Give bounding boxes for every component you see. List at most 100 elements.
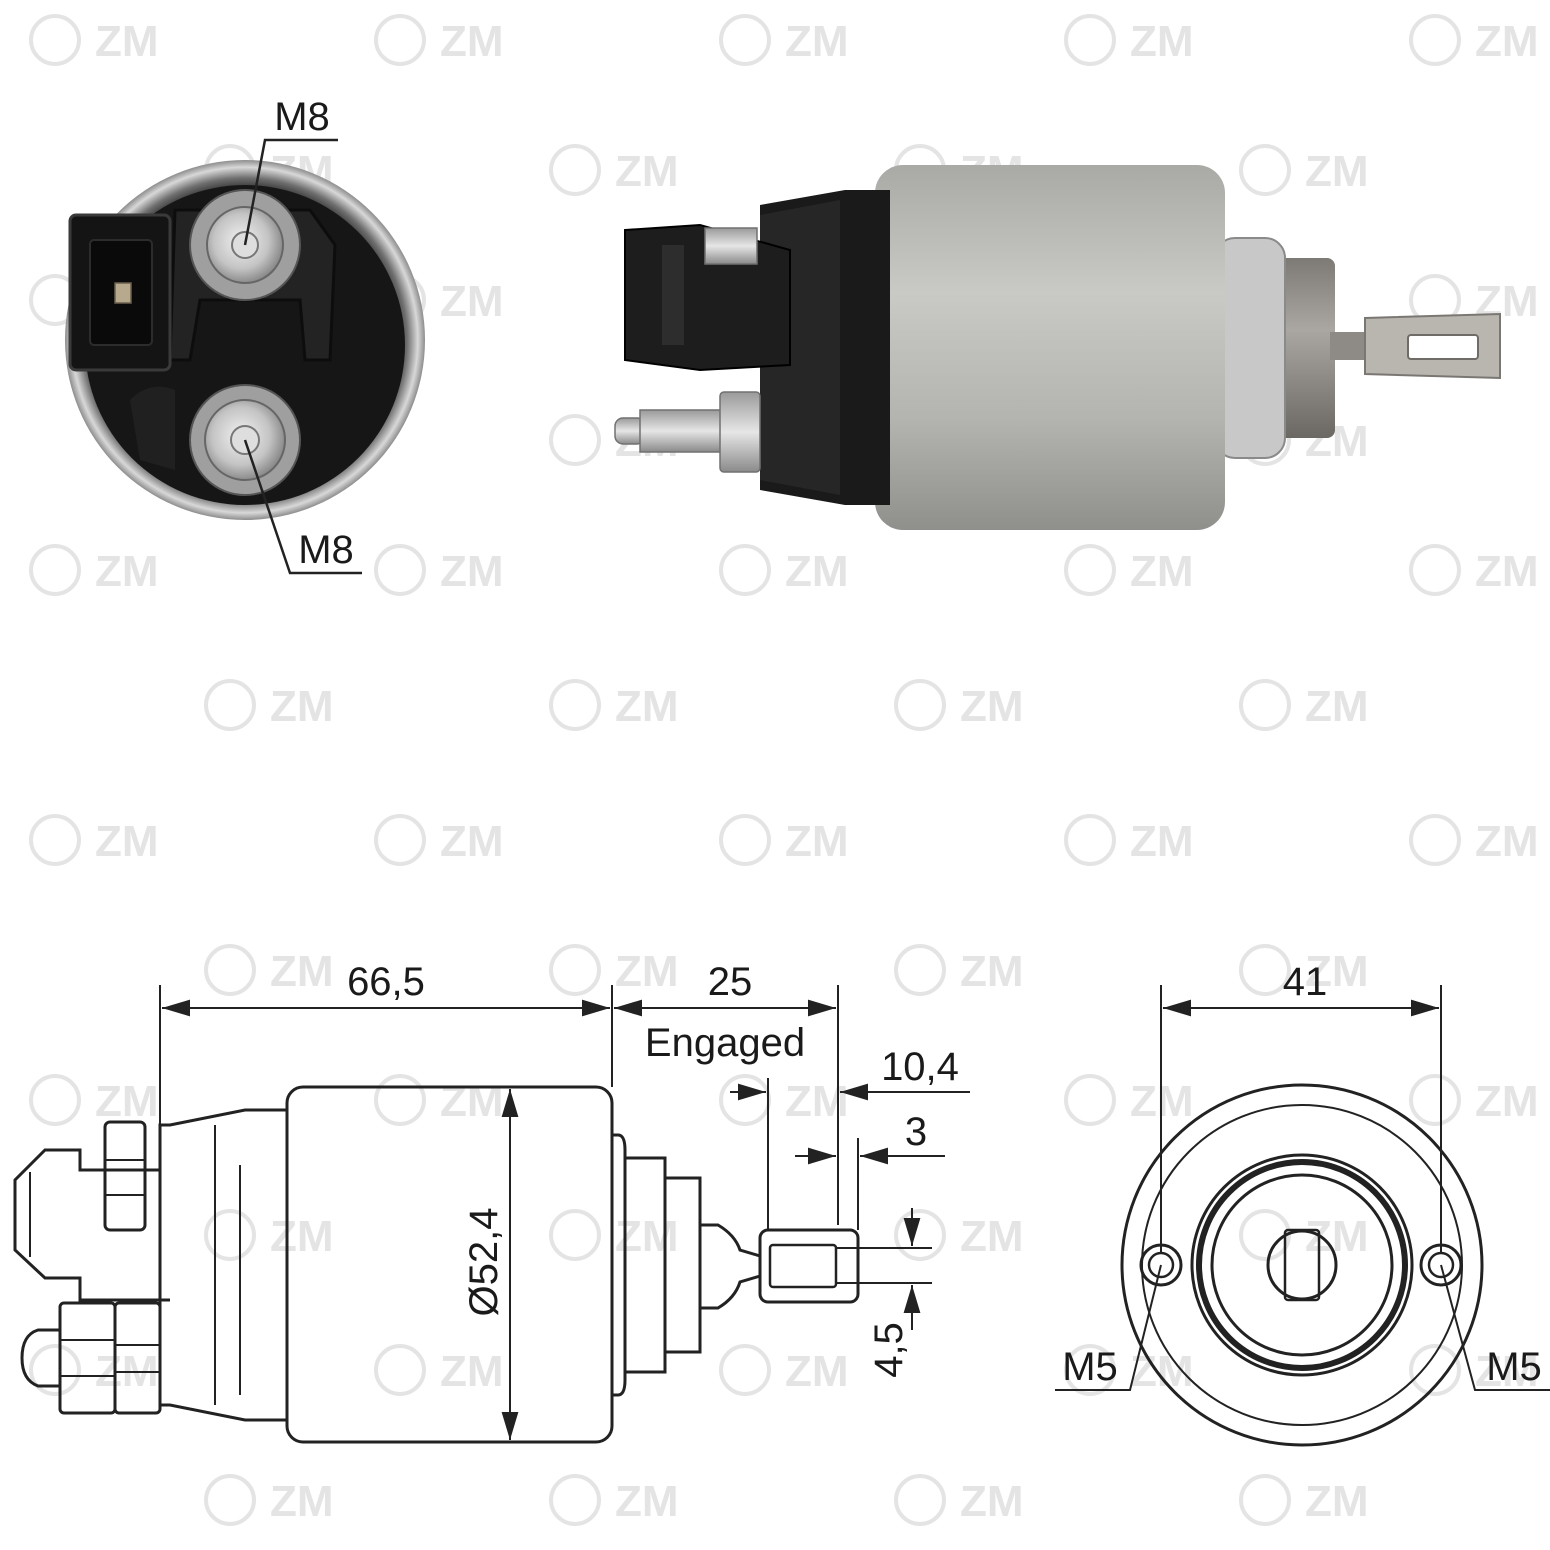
dim-tab-hole-label: 3 bbox=[905, 1110, 927, 1154]
svg-text:ZM: ZM bbox=[615, 147, 679, 196]
drawing-housing bbox=[285, 1085, 614, 1444]
drawing-tab bbox=[758, 1228, 860, 1304]
svg-text:ZM: ZM bbox=[270, 1477, 334, 1526]
zm-watermark: ZM bbox=[1239, 1474, 1369, 1526]
zm-watermark: ZM bbox=[204, 1209, 334, 1261]
svg-text:ZM: ZM bbox=[785, 1347, 849, 1396]
svg-text:ZM: ZM bbox=[95, 17, 159, 66]
zm-watermark: ZM bbox=[549, 1209, 679, 1261]
photo-side-view bbox=[614, 165, 1501, 530]
zm-watermark: ZM bbox=[204, 944, 334, 996]
zm-watermark: ZM bbox=[374, 1074, 504, 1126]
zm-watermark: ZM bbox=[1064, 1344, 1194, 1396]
zm-watermark: ZM bbox=[1064, 14, 1194, 66]
zm-watermark: ZM bbox=[29, 1074, 159, 1126]
zm-watermark: ZM bbox=[374, 274, 504, 326]
zm-watermark: ZM bbox=[894, 944, 1024, 996]
svg-text:ZM: ZM bbox=[785, 547, 849, 596]
zm-watermark: ZM bbox=[894, 1474, 1024, 1526]
svg-text:ZM: ZM bbox=[615, 1477, 679, 1526]
svg-text:ZM: ZM bbox=[1130, 547, 1194, 596]
zm-watermark: ZM bbox=[1409, 1074, 1539, 1126]
dim-tab-length-label: 10,4 bbox=[881, 1045, 959, 1089]
dim-hole-spacing-label: 41 bbox=[1283, 960, 1328, 1004]
right-m5-label: M5 bbox=[1486, 1345, 1542, 1389]
svg-text:ZM: ZM bbox=[960, 1212, 1024, 1261]
svg-text:ZM: ZM bbox=[785, 17, 849, 66]
zm-watermark: ZM bbox=[204, 679, 334, 731]
svg-text:ZM: ZM bbox=[1305, 947, 1369, 996]
svg-text:ZM: ZM bbox=[615, 947, 679, 996]
dim-travel-note: Engaged bbox=[645, 1021, 805, 1065]
svg-text:ZM: ZM bbox=[95, 817, 159, 866]
svg-text:ZM: ZM bbox=[440, 817, 504, 866]
svg-text:ZM: ZM bbox=[1475, 1347, 1539, 1396]
zm-watermark: ZM bbox=[1239, 944, 1369, 996]
svg-text:ZM: ZM bbox=[440, 277, 504, 326]
top-m8-leader bbox=[243, 138, 338, 246]
svg-text:ZM: ZM bbox=[1130, 17, 1194, 66]
svg-text:ZM: ZM bbox=[95, 547, 159, 596]
svg-text:ZM: ZM bbox=[1475, 1077, 1539, 1126]
front-ring bbox=[1214, 237, 1286, 459]
zm-watermark: ZM bbox=[549, 144, 679, 196]
zm-watermark: ZM bbox=[549, 679, 679, 731]
drawing-end-view: 41 M5 M5 bbox=[1055, 960, 1550, 1447]
end-plunger-circle bbox=[1266, 1229, 1338, 1301]
zm-watermark: ZM bbox=[29, 14, 159, 66]
svg-text:ZM: ZM bbox=[440, 1077, 504, 1126]
zm-watermark: ZM bbox=[29, 544, 159, 596]
zm-watermark: ZM bbox=[1239, 144, 1369, 196]
zm-watermark: ZM bbox=[1409, 1344, 1539, 1396]
connector-plug bbox=[68, 213, 172, 372]
zm-watermark: ZM bbox=[1409, 814, 1539, 866]
svg-text:ZM: ZM bbox=[960, 947, 1024, 996]
svg-text:ZM: ZM bbox=[440, 1347, 504, 1396]
zm-watermark: ZM bbox=[204, 1474, 334, 1526]
dim-tab-width-label: 4,5 bbox=[867, 1322, 911, 1378]
svg-text:ZM: ZM bbox=[440, 17, 504, 66]
zm-watermark: ZM bbox=[719, 1344, 849, 1396]
zm-watermark: ZM bbox=[1064, 814, 1194, 866]
svg-text:ZM: ZM bbox=[270, 947, 334, 996]
bottom-m8-label: M8 bbox=[298, 528, 354, 572]
bottom-terminal-stud bbox=[189, 384, 301, 496]
svg-text:ZM: ZM bbox=[615, 682, 679, 731]
photo-end-view: M8 M8 bbox=[65, 95, 425, 575]
svg-text:ZM: ZM bbox=[1305, 1212, 1369, 1261]
zm-watermark: ZM bbox=[374, 814, 504, 866]
zm-watermark: ZM bbox=[1409, 14, 1539, 66]
zm-watermark: ZM bbox=[894, 1209, 1024, 1261]
zm-watermark: ZM bbox=[29, 814, 159, 866]
svg-text:ZM: ZM bbox=[1475, 17, 1539, 66]
zm-watermark: ZM bbox=[1239, 1209, 1369, 1261]
zm-watermark: ZM bbox=[719, 814, 849, 866]
left-m5-leader bbox=[1055, 1264, 1162, 1391]
end-outer-circle bbox=[1120, 1083, 1484, 1447]
top-m8-label: M8 bbox=[274, 95, 330, 139]
svg-text:ZM: ZM bbox=[1305, 147, 1369, 196]
dim-travel-label: 25 bbox=[708, 960, 753, 1004]
plunger-body bbox=[1275, 258, 1335, 438]
zm-watermark: ZM bbox=[719, 544, 849, 596]
zm-watermark: ZM bbox=[719, 14, 849, 66]
svg-text:ZM: ZM bbox=[270, 682, 334, 731]
zm-watermark: ZM bbox=[374, 1344, 504, 1396]
zm-watermark: ZM bbox=[549, 944, 679, 996]
left-m5-label: M5 bbox=[1062, 1345, 1118, 1389]
svg-text:ZM: ZM bbox=[1475, 547, 1539, 596]
zm-watermark: ZM bbox=[374, 544, 504, 596]
svg-text:ZM: ZM bbox=[960, 682, 1024, 731]
zm-watermark: ZM bbox=[1239, 679, 1369, 731]
bottom-stud bbox=[614, 391, 761, 473]
svg-text:ZM: ZM bbox=[785, 1077, 849, 1126]
zm-watermark: ZM bbox=[549, 1474, 679, 1526]
svg-text:ZM: ZM bbox=[1475, 817, 1539, 866]
svg-text:ZM: ZM bbox=[1130, 817, 1194, 866]
svg-text:ZM: ZM bbox=[960, 1477, 1024, 1526]
svg-text:ZM: ZM bbox=[785, 817, 849, 866]
drawing-side-view: 66,5 25 Engaged 10,4 3 4,5 Ø52,4 bbox=[13, 960, 970, 1444]
zm-watermark: ZM bbox=[894, 679, 1024, 731]
silver-housing bbox=[875, 165, 1225, 530]
svg-text:ZM: ZM bbox=[270, 1212, 334, 1261]
